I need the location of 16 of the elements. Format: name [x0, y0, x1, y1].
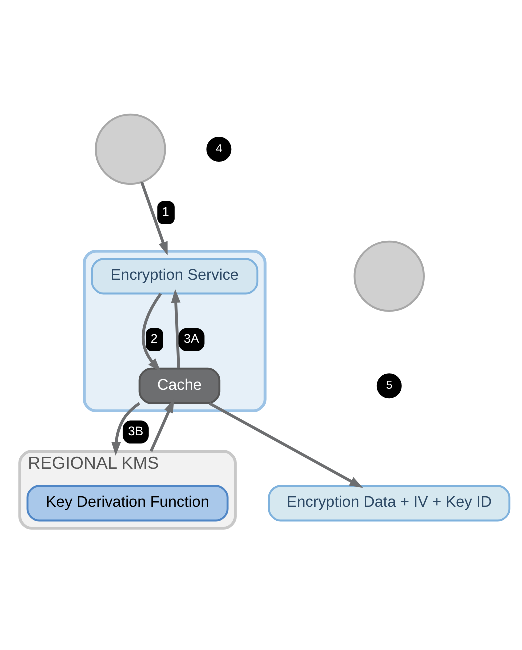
arrow	[142, 292, 162, 372]
edge-label: 2	[150, 332, 158, 346]
node-box: Cache	[138, 367, 221, 404]
edge-label: 3A	[184, 332, 200, 346]
arrow	[140, 181, 168, 256]
node-box: Encryption Data + IV + Key ID	[268, 484, 511, 522]
label: 4	[216, 142, 222, 155]
edge-label: 3B	[128, 424, 144, 438]
edge-label: 1	[162, 204, 170, 219]
node-box: Key Derivation Function	[26, 484, 229, 522]
label: 5	[386, 380, 393, 392]
arrow	[209, 402, 364, 488]
node-circle	[95, 113, 166, 185]
node-circle	[354, 240, 425, 312]
arrow	[171, 288, 181, 368]
node-box: Encryption Service	[91, 258, 259, 294]
